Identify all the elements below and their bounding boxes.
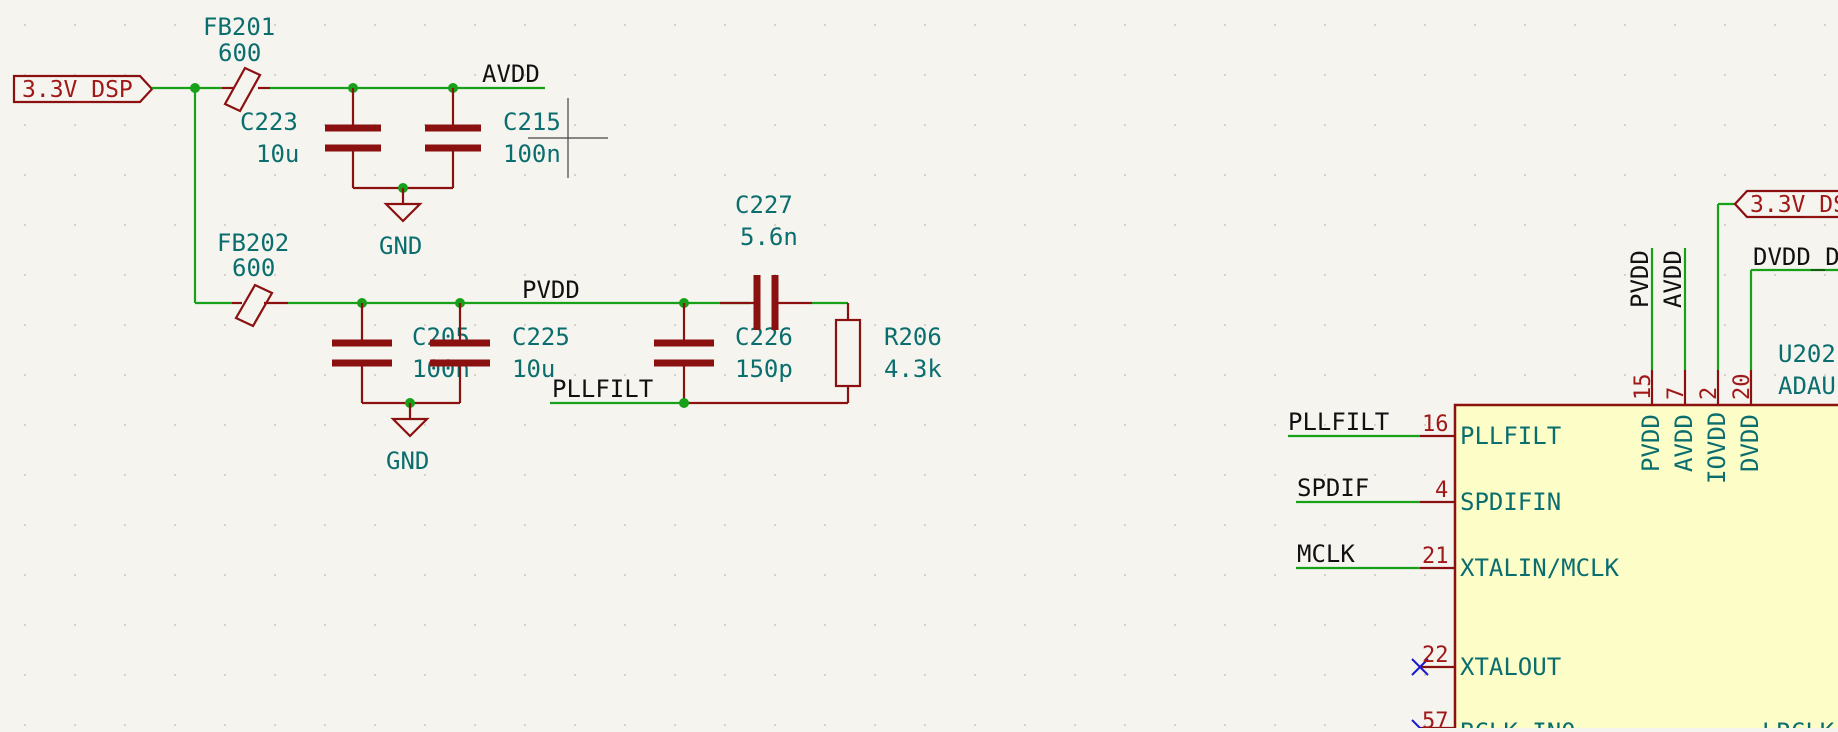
pin-number: 7 — [1664, 387, 1689, 400]
ground-symbol-icon — [390, 403, 430, 438]
capacitor-ref: C205 — [412, 323, 470, 351]
pin-name: PVDD — [1637, 414, 1665, 472]
pin-name: DVDD — [1736, 414, 1764, 472]
capacitor-value: 150p — [735, 355, 793, 383]
net-label-pllfilt: PLLFILT — [552, 375, 653, 403]
capacitor-value: 10u — [256, 140, 299, 168]
pin-name: XTALIN/MCLK — [1460, 554, 1619, 582]
pin-name: BCLK_IN0 — [1460, 718, 1576, 728]
pin-number: 16 — [1422, 412, 1449, 437]
net-label-pvdd-vertical: PVDD — [1626, 250, 1654, 308]
pin-name: XTALOUT — [1460, 653, 1561, 681]
capacitor-value: 10u — [512, 355, 555, 383]
resistor-ref: R206 — [884, 323, 942, 351]
capacitor-c215[interactable] — [425, 88, 481, 188]
net-label-spdif: SPDIF — [1297, 474, 1369, 502]
net-label-avdd-vertical: AVDD — [1659, 250, 1687, 308]
pin-number: 57 — [1422, 709, 1449, 728]
pin-name-partial: LRCLK — [1762, 718, 1835, 728]
ferrite-bead-fb201[interactable] — [222, 66, 270, 113]
net-label-pllfilt-ic: PLLFILT — [1288, 408, 1389, 436]
pin-number: 22 — [1422, 643, 1449, 668]
power-flag-label: 3.3V_DSP — [22, 77, 133, 103]
ic-ref: U202 — [1778, 340, 1836, 368]
capacitor-c226[interactable] — [654, 303, 714, 403]
capacitor-ref: C227 — [735, 191, 793, 219]
ground-label: GND — [386, 447, 429, 475]
capacitor-c223[interactable] — [325, 88, 381, 188]
capacitor-value: 100n — [412, 355, 470, 383]
ferrite-bead-fb202[interactable] — [232, 283, 288, 328]
power-flag-3v3-right[interactable]: 3.3V_DSP — [1733, 189, 1838, 219]
capacitor-c225[interactable] — [430, 303, 490, 403]
junction-dot — [679, 398, 689, 408]
pin-name: SPDIFIN — [1460, 488, 1561, 516]
ground-symbol-icon — [383, 188, 423, 223]
capacitor-ref: C226 — [735, 323, 793, 351]
pin-number: 20 — [1730, 374, 1755, 401]
ic-body[interactable] — [1453, 403, 1838, 732]
capacitor-value: 100n — [503, 140, 561, 168]
net-label-pvdd: PVDD — [522, 276, 580, 304]
capacitor-ref: C223 — [240, 108, 298, 136]
power-flag-3v3-left[interactable]: 3.3V_DSP — [12, 74, 154, 104]
ferrite-bead-ref: FB202 — [217, 229, 289, 257]
pin-number: 4 — [1435, 478, 1448, 503]
pin-number: 21 — [1422, 544, 1449, 569]
pin-number: 2 — [1697, 387, 1722, 400]
ferrite-bead-ref: FB201 — [203, 13, 275, 41]
capacitor-c227[interactable] — [720, 275, 812, 330]
power-flag-label: 3.3V_DSP — [1750, 192, 1838, 218]
ground-label: GND — [379, 232, 422, 260]
ferrite-bead-value: 600 — [218, 39, 261, 67]
ic-value: ADAU — [1778, 372, 1836, 400]
pin-name: IOVDD — [1703, 412, 1731, 484]
capacitor-c205[interactable] — [332, 303, 392, 403]
ferrite-bead-value: 600 — [232, 254, 275, 282]
capacitor-value: 5.6n — [740, 223, 798, 251]
capacitor-ref: C225 — [512, 323, 570, 351]
net-label-dvdd: DVDD_D — [1753, 243, 1838, 271]
pin-name: AVDD — [1670, 414, 1698, 472]
pin-name: PLLFILT — [1460, 422, 1561, 450]
junction-dot — [190, 83, 200, 93]
capacitor-ref: C215 — [503, 108, 561, 136]
crosshair-cursor-icon — [528, 98, 608, 178]
resistor-value: 4.3k — [884, 355, 942, 383]
pin-number: 15 — [1631, 374, 1656, 401]
net-label-avdd: AVDD — [482, 60, 540, 88]
resistor-r206[interactable] — [834, 303, 862, 403]
net-label-mclk: MCLK — [1297, 540, 1355, 568]
